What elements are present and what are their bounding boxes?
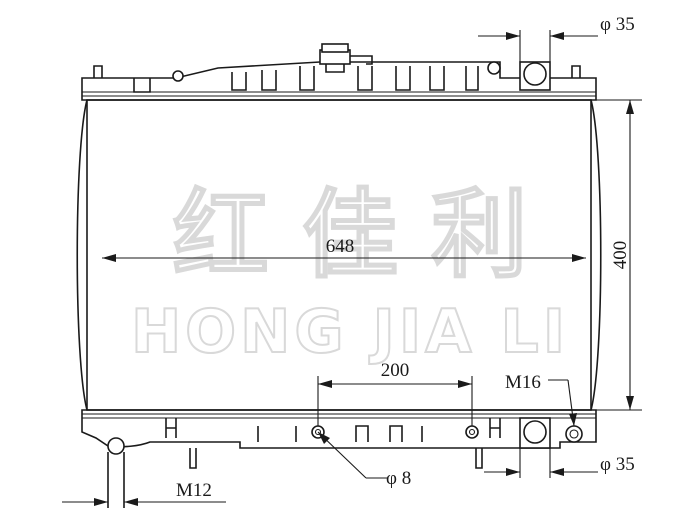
dimension-spacing-label: 200 bbox=[381, 360, 410, 381]
dimension-m12: M12 bbox=[62, 480, 226, 506]
bottom-tank bbox=[81, 409, 597, 508]
thread-left-label: M12 bbox=[176, 480, 212, 501]
watermark-english: HONG JIA LI bbox=[131, 297, 569, 367]
dimension-height-label: 400 bbox=[610, 241, 631, 270]
dimension-outlet: φ 35 bbox=[484, 448, 635, 478]
left-side-plate bbox=[76, 99, 88, 411]
hole-label: φ 8 bbox=[386, 468, 411, 489]
dimension-width-label: 648 bbox=[326, 236, 355, 257]
dimension-width: 648 bbox=[102, 236, 586, 262]
leader-m16: M16 bbox=[505, 372, 577, 427]
dimension-outlet-label: φ 35 bbox=[600, 454, 635, 475]
dimension-inlet-label: φ 35 bbox=[600, 14, 635, 35]
dimension-spacing: 200 bbox=[317, 360, 473, 426]
dimension-inlet: φ 35 bbox=[478, 14, 635, 62]
dimension-height: 400 bbox=[596, 99, 642, 411]
watermark-chinese: 红 佳 利 bbox=[173, 179, 528, 291]
right-side-plate bbox=[590, 99, 602, 411]
leader-hole: φ 8 bbox=[317, 431, 411, 489]
top-tank bbox=[81, 43, 597, 101]
thread-right-label: M16 bbox=[505, 372, 541, 393]
